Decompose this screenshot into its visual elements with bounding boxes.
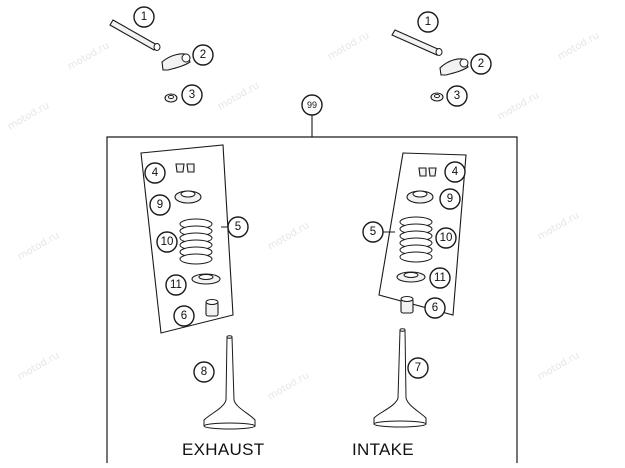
callout-left-2: 2 [192, 44, 214, 66]
callout-right-4: 4 [444, 161, 466, 183]
callout-left-1: 1 [133, 6, 155, 28]
exhaust-valve [203, 335, 256, 430]
intake-valve [373, 328, 427, 428]
callout-right-7: 7 [407, 357, 429, 379]
right-valve-keepers [418, 167, 437, 177]
watermark-text: motod.ru [16, 230, 61, 262]
svg-text:1: 1 [425, 16, 431, 28]
svg-text:1: 1 [141, 11, 147, 23]
svg-text:4: 4 [452, 166, 459, 178]
left-valve-keepers [175, 163, 195, 173]
svg-text:9: 9 [447, 193, 453, 205]
svg-text:7: 7 [415, 362, 421, 374]
watermark-text: motod.ru [216, 80, 261, 112]
callout-99: 99 [301, 94, 323, 116]
watermark-text: motod.ru [6, 100, 51, 132]
svg-text:4: 4 [152, 167, 159, 179]
svg-text:8: 8 [201, 366, 207, 378]
callout-right-5: 5 [362, 221, 384, 243]
watermark-layer: motod.ru motod.ru motod.ru motod.ru moto… [6, 30, 601, 402]
callout-left-11: 11 [165, 274, 187, 296]
svg-text:9: 9 [157, 199, 163, 211]
svg-text:3: 3 [189, 89, 195, 101]
watermark-text: motod.ru [536, 210, 581, 242]
svg-text:99: 99 [307, 100, 317, 110]
svg-text:5: 5 [235, 221, 241, 233]
right-spring-panel [378, 152, 467, 316]
left-spring-panel [140, 144, 234, 334]
right-rocker-shaft [391, 29, 443, 56]
svg-text:6: 6 [181, 310, 187, 322]
watermark-text: motod.ru [326, 30, 371, 62]
right-spring-retainer [406, 190, 434, 204]
intake-label: INTAKE [352, 440, 414, 459]
callout-left-5: 5 [227, 216, 249, 238]
svg-text:10: 10 [440, 232, 453, 244]
callout-right-6: 6 [424, 297, 446, 319]
exhaust-label: EXHAUST [182, 440, 265, 459]
callout-right-9: 9 [439, 188, 461, 210]
right-rocker-pad [430, 92, 444, 102]
callout-left-4: 4 [144, 162, 166, 184]
svg-text:3: 3 [454, 90, 460, 102]
callout-left-3: 3 [181, 84, 203, 106]
left-valve-spring [179, 218, 213, 265]
svg-text:2: 2 [200, 49, 206, 61]
right-valve-seal [400, 296, 414, 314]
left-rocker-shaft [109, 19, 161, 51]
svg-text:11: 11 [434, 272, 446, 284]
svg-text:2: 2 [478, 58, 484, 70]
left-spring-retainer [174, 190, 202, 204]
watermark-text: motod.ru [496, 90, 541, 122]
callout-right-1: 1 [417, 11, 439, 33]
svg-text:6: 6 [432, 302, 438, 314]
callout-left-10: 10 [156, 231, 178, 253]
left-rocker-pad [164, 93, 178, 103]
watermark-text: motod.ru [266, 220, 311, 252]
watermark-text: motod.ru [16, 350, 61, 382]
svg-text:10: 10 [161, 236, 174, 248]
watermark-text: motod.ru [536, 350, 581, 382]
svg-text:11: 11 [170, 279, 182, 291]
watermark-text: motod.ru [556, 30, 601, 62]
svg-text:5: 5 [370, 226, 376, 238]
right-valve-spring [399, 216, 433, 263]
watermark-text: motod.ru [66, 40, 111, 72]
left-spring-seat [191, 273, 221, 285]
left-rocker-arm [161, 53, 191, 71]
left-valve-seal [205, 299, 219, 317]
callout-right-2: 2 [470, 53, 492, 75]
watermark-text: motod.ru [266, 370, 311, 402]
group-99-frame [106, 115, 518, 463]
callout-right-11: 11 [429, 267, 451, 289]
callout-left-8: 8 [193, 361, 215, 383]
callout-right-3: 3 [446, 85, 468, 107]
callout-left-9: 9 [149, 194, 171, 216]
callout-right-10: 10 [435, 227, 457, 249]
callout-left-6: 6 [173, 305, 195, 327]
right-rocker-arm [439, 58, 469, 76]
right-spring-seat [396, 271, 426, 283]
